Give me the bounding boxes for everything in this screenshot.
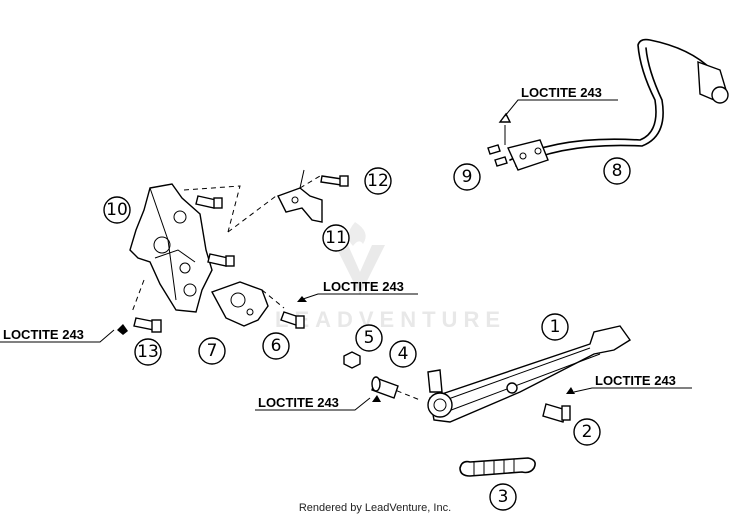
part-number-7-text: 7 xyxy=(207,341,218,361)
loctite-label-right: LOCTITE 243 xyxy=(595,373,676,388)
kickstand xyxy=(427,325,632,423)
part-number-5: 5 xyxy=(355,324,383,352)
part-number-3: 3 xyxy=(489,483,517,511)
part-number-8: 8 xyxy=(603,157,631,185)
footer-credit: Rendered by LeadVenture, Inc. xyxy=(299,502,451,514)
part-number-12: 12 xyxy=(364,167,392,195)
loctite-label-left: LOCTITE 243 xyxy=(3,327,84,342)
part-number-8-text: 8 xyxy=(612,161,623,181)
part-number-1-text: 1 xyxy=(550,317,561,337)
nut-5 xyxy=(343,351,361,369)
part-number-13: 13 xyxy=(134,338,162,366)
loctite-label-top: LOCTITE 243 xyxy=(521,85,602,100)
part-number-6: 6 xyxy=(262,332,290,360)
plate-7 xyxy=(210,281,269,327)
part-number-2: 2 xyxy=(573,418,601,446)
bolt-6 xyxy=(280,296,307,329)
part-number-11-text: 11 xyxy=(325,228,347,248)
cable-harness xyxy=(507,38,729,171)
part-number-11: 11 xyxy=(322,224,350,252)
bolt-13 xyxy=(117,317,162,335)
pivot-pin-4 xyxy=(371,376,399,399)
loctite-label-mid: LOCTITE 243 xyxy=(323,279,404,294)
callout-leaders xyxy=(0,99,692,411)
part-number-13-text: 13 xyxy=(137,342,159,362)
leader-lines xyxy=(131,175,421,401)
part-number-6-text: 6 xyxy=(271,336,282,356)
part-number-4: 4 xyxy=(389,340,417,368)
loctite-label-lower: LOCTITE 243 xyxy=(258,395,339,410)
part-number-9-text: 9 xyxy=(462,167,473,187)
spring-3 xyxy=(459,457,536,477)
bolt-12 xyxy=(320,175,349,187)
bolt-2 xyxy=(542,387,575,423)
loctite-dot-lower xyxy=(372,395,381,402)
part-number-3-text: 3 xyxy=(498,487,509,507)
part-number-10: 10 xyxy=(103,196,131,224)
part-number-12-text: 12 xyxy=(367,171,389,191)
part-number-1: 1 xyxy=(541,313,569,341)
part-number-5-text: 5 xyxy=(364,328,375,348)
screws-9 xyxy=(487,112,512,167)
part-number-4-text: 4 xyxy=(398,344,409,364)
watermark: LEADVENTURE xyxy=(275,222,506,332)
footrest-bracket xyxy=(129,183,213,313)
part-number-10-text: 10 xyxy=(106,200,128,220)
part-number-7: 7 xyxy=(198,337,226,365)
small-bracket-11 xyxy=(277,169,323,223)
bolts-10 xyxy=(195,195,235,267)
part-number-2-text: 2 xyxy=(582,422,593,442)
part-number-9: 9 xyxy=(453,163,481,191)
watermark-text: LEADVENTURE xyxy=(275,307,506,332)
